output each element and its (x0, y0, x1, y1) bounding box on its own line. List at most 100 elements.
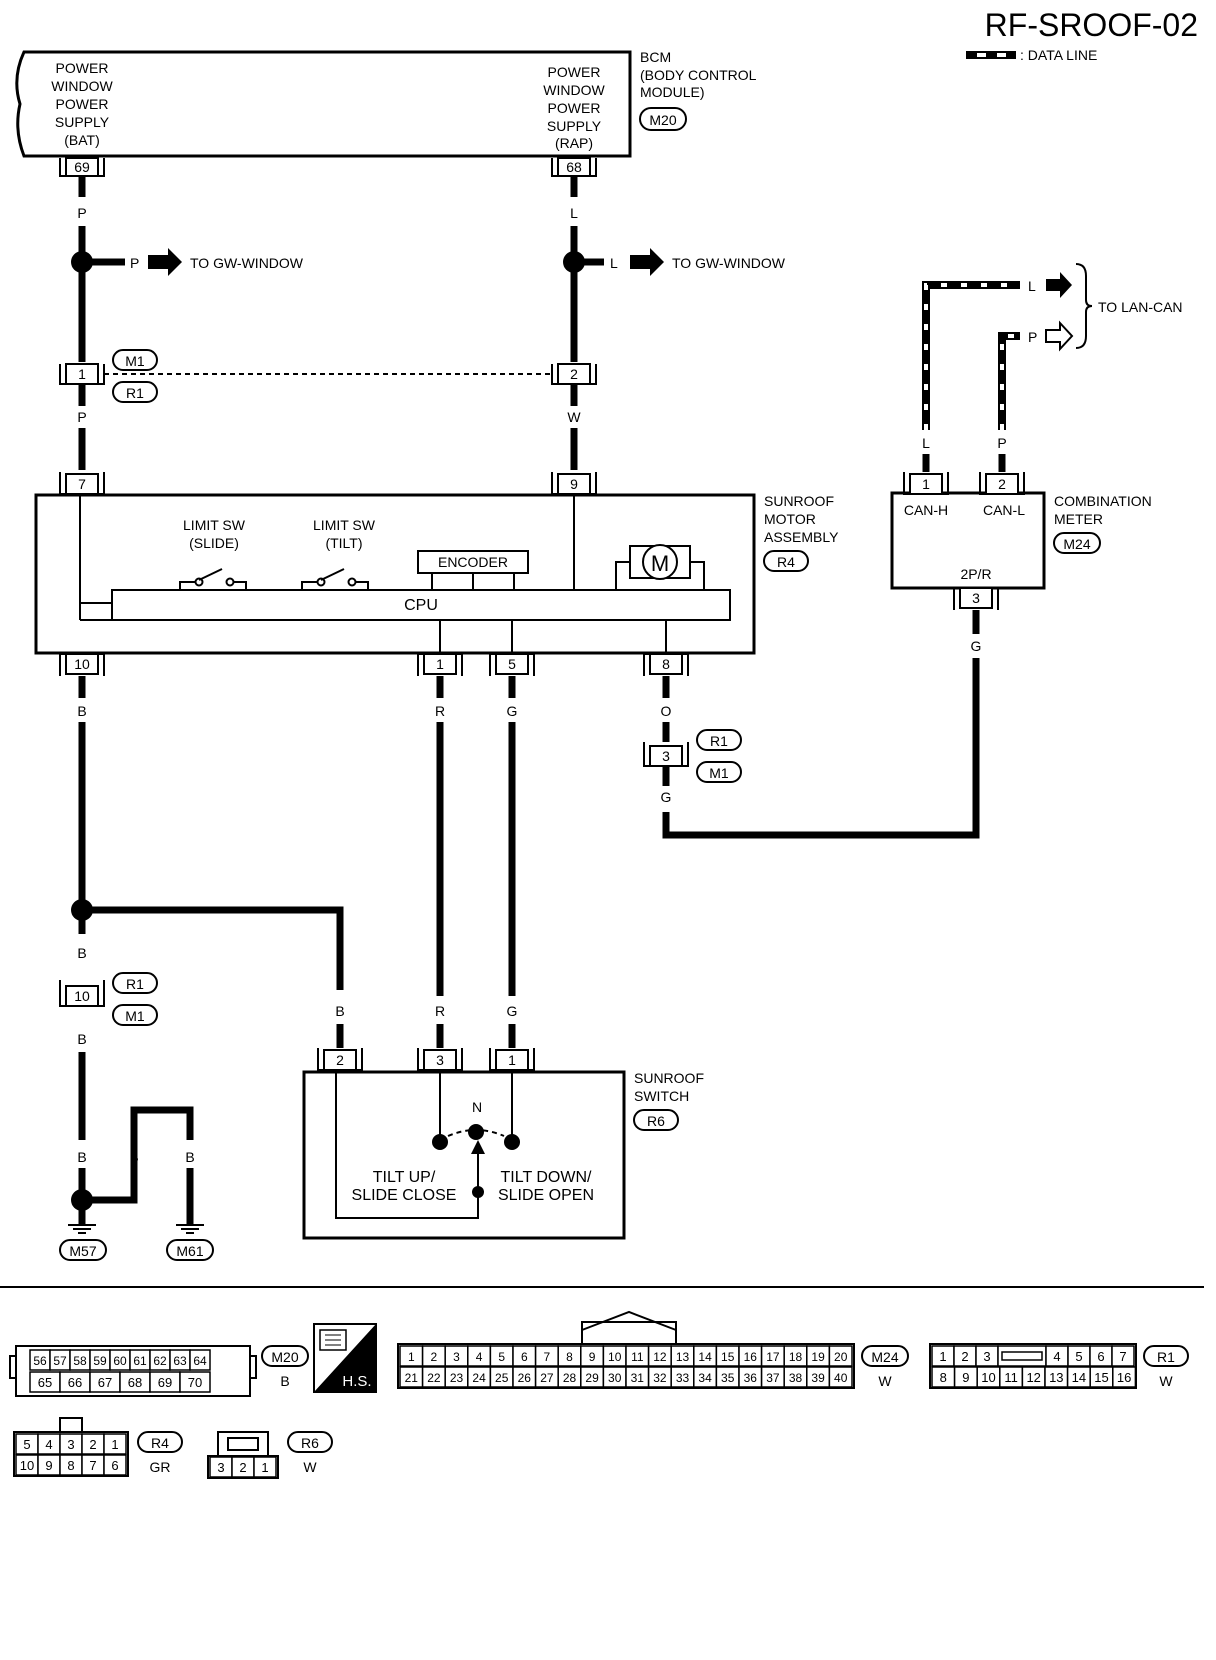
m24-pin: 24 (472, 1371, 486, 1385)
r1-pin: 14 (1072, 1370, 1086, 1385)
svg-text:M24: M24 (871, 1349, 898, 1365)
m24-pin: 27 (540, 1371, 554, 1385)
combination-meter: COMBINATION METER M24 1 2 CAN-H CAN-L 2P… (890, 472, 1152, 610)
switch-pin-3: 3 (417, 1048, 463, 1071)
svg-text:(BAT): (BAT) (64, 132, 100, 148)
m24-pin: 12 (653, 1350, 667, 1364)
m20-pin: 57 (53, 1354, 67, 1368)
r6-pin: 1 (261, 1460, 268, 1475)
svg-text:R1: R1 (710, 733, 728, 749)
m24-pin: 34 (698, 1371, 712, 1385)
svg-text:SUNROOF: SUNROOF (764, 493, 834, 509)
m24-pin: 8 (566, 1350, 573, 1364)
svg-text:SWITCH: SWITCH (634, 1088, 689, 1104)
svg-text:SUPPLY: SUPPLY (547, 118, 602, 134)
svg-text:ENCODER: ENCODER (438, 554, 508, 570)
svg-text:L: L (610, 255, 618, 271)
m24-pin: 18 (789, 1350, 803, 1364)
m24-pin: 39 (811, 1371, 825, 1385)
bcm-pin-68: 68 (551, 157, 597, 177)
m24-pin: 2 (431, 1350, 438, 1364)
motor-pin-5: 5 (489, 653, 535, 676)
m20-pin: 62 (153, 1354, 167, 1368)
m24-pin: 15 (721, 1350, 735, 1364)
r4-pin: 8 (67, 1458, 74, 1473)
svg-text:L: L (570, 205, 578, 221)
svg-text:2P/R: 2P/R (960, 566, 991, 582)
svg-text:SLIDE CLOSE: SLIDE CLOSE (352, 1187, 457, 1204)
svg-text:MOTOR: MOTOR (764, 511, 816, 527)
m24-cell (828, 1345, 853, 1367)
svg-text:SUPPLY: SUPPLY (55, 114, 110, 130)
switch-pin-2: 2 (317, 1048, 363, 1071)
svg-text:ASSEMBLY: ASSEMBLY (764, 529, 839, 545)
svg-text:POWER: POWER (56, 96, 109, 112)
r4-pin: 7 (89, 1458, 96, 1473)
svg-text:COMBINATION: COMBINATION (1054, 493, 1152, 509)
r1-pin: 11 (1004, 1370, 1018, 1385)
svg-text:G: G (971, 638, 982, 654)
svg-text:TILT DOWN/: TILT DOWN/ (501, 1169, 593, 1186)
svg-text:R4: R4 (151, 1435, 169, 1451)
svg-text:R1: R1 (1157, 1349, 1175, 1365)
wire-g-meter: G (662, 610, 982, 839)
svg-text:G: G (507, 1003, 518, 1019)
svg-text:M57: M57 (69, 1243, 96, 1259)
r4-pin: 9 (45, 1458, 52, 1473)
svg-text:WINDOW: WINDOW (543, 82, 605, 98)
svg-text:LIMIT SW: LIMIT SW (183, 517, 246, 533)
m20-pin: 67 (98, 1375, 112, 1390)
wire-g-switch: G G (507, 676, 518, 1019)
svg-text:R6: R6 (647, 1113, 665, 1129)
m24-pin: 4 (476, 1350, 483, 1364)
joint-m1-r1-pin1: 1 (59, 363, 105, 385)
svg-text:POWER: POWER (548, 64, 601, 80)
r1-pin: 13 (1049, 1370, 1063, 1385)
data-line-legend: : DATA LINE (966, 47, 1097, 63)
svg-text:H.S.: H.S. (342, 1373, 371, 1390)
m24-pin: 29 (585, 1371, 599, 1385)
m24-pin: 10 (608, 1350, 622, 1364)
svg-text:L: L (1028, 278, 1036, 294)
wire-w-to-motor: W (567, 384, 581, 470)
joint-r1-m1-pin10: 10 (59, 980, 105, 1007)
m24-pin: 31 (631, 1371, 645, 1385)
m24-pin: 38 (789, 1371, 803, 1385)
r4-cell (103, 1454, 127, 1476)
m24-pin: 6 (521, 1350, 528, 1364)
svg-text:(BODY CONTROL: (BODY CONTROL (640, 67, 757, 83)
svg-text:(SLIDE): (SLIDE) (189, 535, 239, 551)
m24-pin: 28 (563, 1371, 577, 1385)
motor-pin-8: 8 (643, 653, 689, 676)
svg-text:R1: R1 (126, 976, 144, 992)
svg-text:R: R (435, 703, 445, 719)
m1-tag-3: M1 (112, 1004, 158, 1026)
bcm-label: BCM (640, 49, 671, 65)
joint-r1-m1-pin3: 3 (643, 742, 689, 786)
svg-text:5: 5 (508, 656, 516, 672)
r4-pin: 1 (111, 1437, 118, 1452)
svg-text:68: 68 (566, 159, 582, 175)
cpu-block: CPU (111, 589, 731, 621)
bcm-pin-rap-label: POWER WINDOW POWER SUPPLY (RAP) (543, 64, 605, 151)
svg-text:MODULE): MODULE) (640, 84, 705, 100)
svg-text:POWER: POWER (56, 60, 109, 76)
svg-text:CAN-L: CAN-L (983, 502, 1025, 518)
m24-pin: 22 (427, 1371, 441, 1385)
svg-text:(RAP): (RAP) (555, 135, 593, 151)
ground-m61: M61 (166, 1224, 214, 1261)
r4-pin: 3 (67, 1437, 74, 1452)
r1-pin: 15 (1094, 1370, 1108, 1385)
svg-text:G: G (661, 789, 672, 805)
svg-text:M20: M20 (649, 112, 676, 128)
m24-pin: 9 (589, 1350, 596, 1364)
sunroof-switch: SUNROOF SWITCH R6 2 3 1 (302, 1024, 704, 1240)
m24-pin: 17 (766, 1350, 780, 1364)
r4-pin: 10 (20, 1458, 34, 1473)
svg-text:G: G (507, 703, 518, 719)
r1-cell (1111, 1345, 1135, 1367)
sunroof-motor-assembly: SUNROOF MOTOR ASSEMBLY R4 7 9 CPU L (34, 472, 839, 676)
bcm-pin-69: 69 (59, 157, 105, 177)
meter-pin-2: 2 (979, 472, 1025, 495)
